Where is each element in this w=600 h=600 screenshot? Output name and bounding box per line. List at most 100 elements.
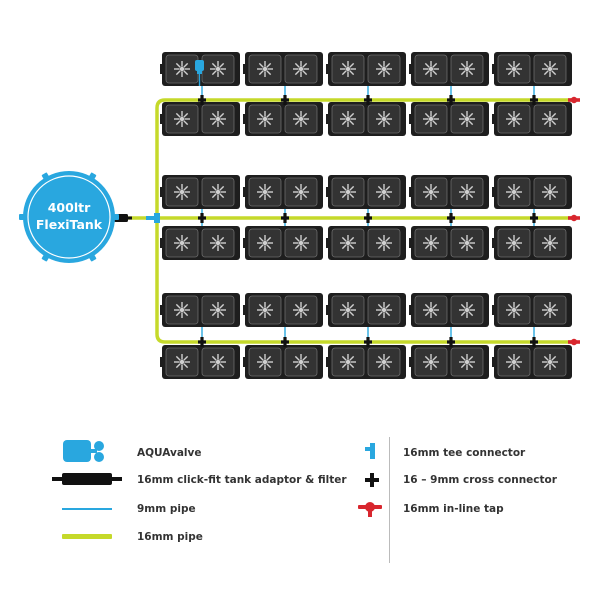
tray-tab [409, 357, 412, 367]
pot-center [381, 359, 387, 365]
pot-center [179, 307, 185, 313]
pot-spoke [183, 112, 189, 118]
pot-spoke [424, 363, 430, 369]
tray-tab [492, 187, 495, 197]
pot-center [428, 307, 434, 313]
pot-spoke [515, 112, 521, 118]
pot-center [381, 307, 387, 313]
pot-spoke [211, 355, 217, 361]
pot-spoke [258, 311, 264, 317]
pot-grid-icon [423, 184, 439, 200]
pot-spoke [507, 112, 513, 118]
tray-tab [409, 64, 412, 74]
pot-spoke [515, 62, 521, 68]
pot-grid-icon [423, 235, 439, 251]
pot-spoke [266, 112, 272, 118]
pot-spoke [543, 236, 549, 242]
pot-grid-icon [293, 61, 309, 77]
tray [409, 102, 489, 136]
cross-connector [530, 98, 538, 102]
pot-spoke [468, 355, 474, 361]
pot-grid-icon [293, 235, 309, 251]
tray [243, 226, 323, 260]
tray [409, 175, 489, 209]
pot-spoke [543, 62, 549, 68]
pot-spoke [341, 236, 347, 242]
tray-tab [243, 114, 246, 124]
pot-spoke [302, 236, 308, 242]
pot-spoke [377, 236, 383, 242]
pot-spoke [424, 303, 430, 309]
pot-center [262, 359, 268, 365]
tray [243, 102, 323, 136]
pot-spoke [219, 311, 225, 317]
pot-spoke [385, 303, 391, 309]
tank-adaptor-filter-icon [52, 473, 122, 485]
pot-spoke [219, 112, 225, 118]
cross-connector [198, 216, 206, 220]
pot-spoke [432, 244, 438, 250]
pot-spoke [543, 185, 549, 191]
pot-center [464, 189, 470, 195]
pot-center [511, 66, 517, 72]
pot-spoke [183, 185, 189, 191]
pot-grid-icon [210, 235, 226, 251]
pot-center [262, 307, 268, 313]
flexitank-body [23, 171, 115, 263]
pot-spoke [294, 311, 300, 317]
pot-spoke [219, 363, 225, 369]
tray-tab [409, 114, 412, 124]
pot-spoke [258, 70, 264, 76]
pot-center [547, 240, 553, 246]
pot-spoke [211, 62, 217, 68]
pot-spoke [424, 120, 430, 126]
pot-center [464, 359, 470, 365]
pot-spoke [341, 311, 347, 317]
pot-spoke [468, 244, 474, 250]
pot-grid-icon [542, 354, 558, 370]
pot-spoke [294, 112, 300, 118]
pot-grid-icon [376, 61, 392, 77]
pot-spoke [432, 112, 438, 118]
legend-label-cross-connector: 16 – 9mm cross connector [403, 474, 557, 486]
tray-tab [326, 187, 329, 197]
cross-connector [447, 216, 455, 220]
pot-spoke [183, 244, 189, 250]
pot-spoke [175, 303, 181, 309]
pot-center [381, 116, 387, 122]
pot-spoke [219, 355, 225, 361]
tray [326, 345, 406, 379]
pot-spoke [507, 303, 513, 309]
pot-spoke [460, 62, 466, 68]
tray [492, 293, 572, 327]
pot-spoke [266, 311, 272, 317]
pot-spoke [432, 193, 438, 199]
pot-grid-icon [423, 354, 439, 370]
pot-center [428, 189, 434, 195]
pot-spoke [432, 363, 438, 369]
pot-spoke [258, 303, 264, 309]
pot-spoke [385, 244, 391, 250]
tray-tab [160, 187, 163, 197]
tray-tab [492, 357, 495, 367]
tray [243, 175, 323, 209]
flexitank-label-line1: 400ltr [48, 200, 91, 215]
tray-tab [160, 114, 163, 124]
pot-grid-icon [506, 184, 522, 200]
pot-center [511, 359, 517, 365]
pot-grid-icon [376, 111, 392, 127]
pot-spoke [211, 363, 217, 369]
pot-center [511, 307, 517, 313]
pot-spoke [385, 70, 391, 76]
tray [492, 52, 572, 86]
pot-spoke [266, 185, 272, 191]
tray-tab [492, 305, 495, 315]
legend-label-9mm-pipe: 9mm pipe [137, 503, 196, 515]
pot-spoke [507, 311, 513, 317]
legend-label-16mm-pipe: 16mm pipe [137, 531, 203, 543]
pot-grid-icon [293, 302, 309, 318]
pot-grid-icon [210, 61, 226, 77]
pot-spoke [183, 62, 189, 68]
pot-spoke [175, 112, 181, 118]
tray [492, 175, 572, 209]
